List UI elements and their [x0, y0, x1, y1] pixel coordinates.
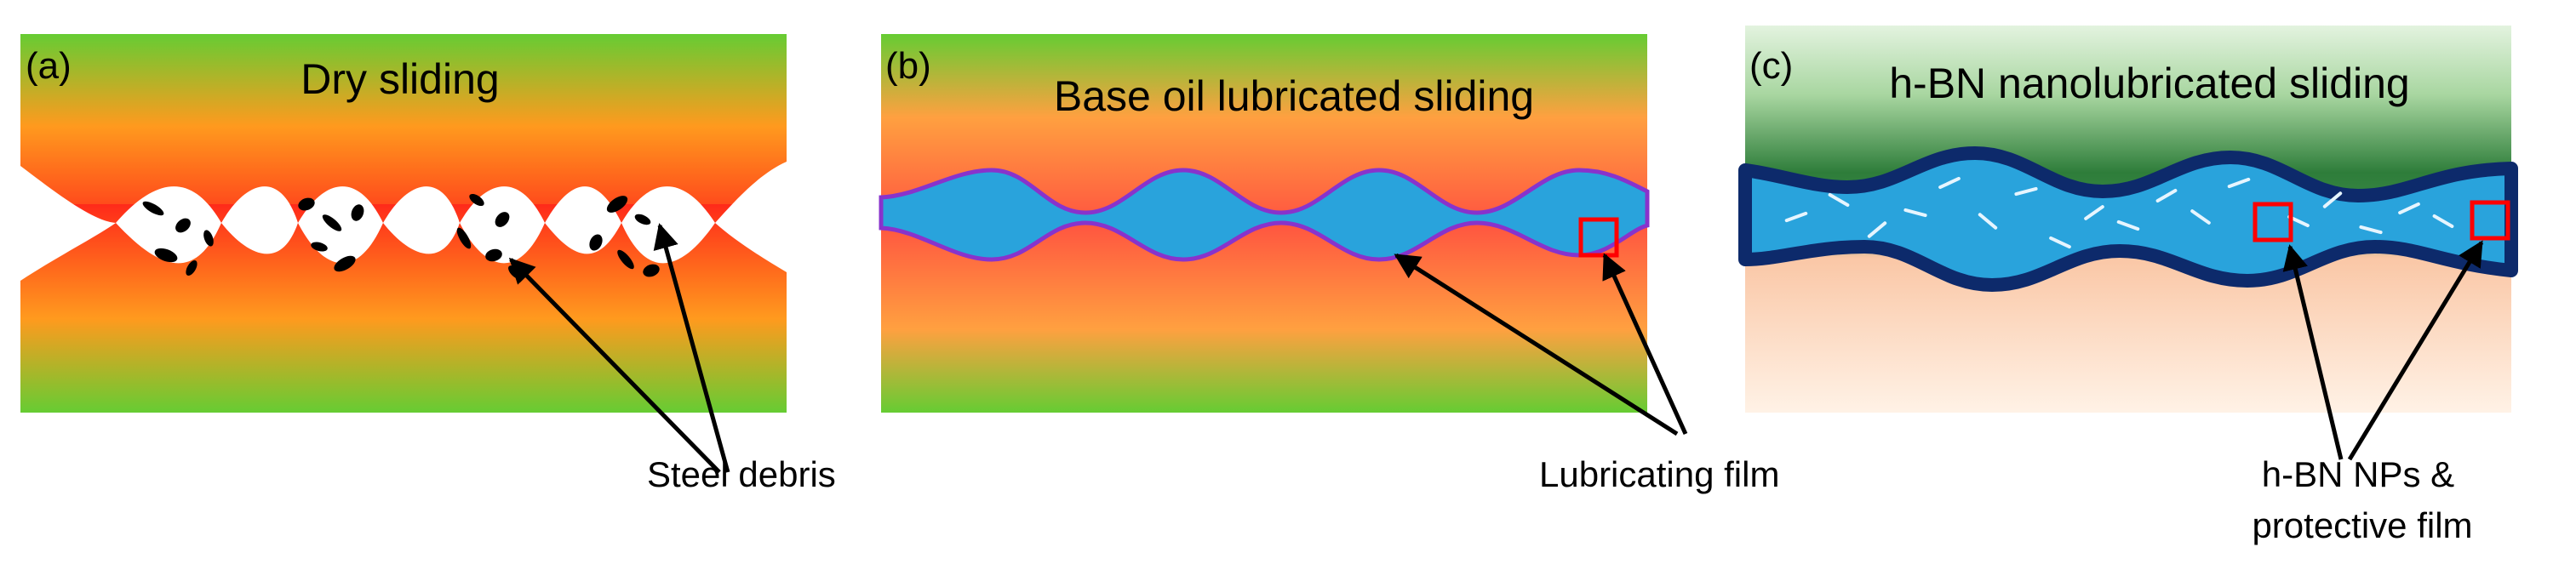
- panel-c-title: h-BN nanolubricated sliding: [1889, 60, 2409, 107]
- hbn-nanoparticle: [1867, 221, 1887, 238]
- panel-c-marker-2: [2470, 200, 2510, 241]
- panel-a-title: Dry sliding: [301, 55, 499, 103]
- panel-c-hbn-nanoparticles: [1784, 176, 2454, 249]
- hbn-nanoparticle: [2398, 202, 2420, 215]
- panel-c-label: (c): [1749, 45, 1793, 87]
- panel-b-arrow-2: [1602, 253, 1688, 436]
- steel-debris-particle: [485, 248, 502, 262]
- steel-debris-particle: [334, 255, 356, 272]
- hbn-nanoparticle: [2155, 189, 2178, 202]
- steel-debris-particle: [589, 234, 603, 251]
- hbn-nanoparticle: [2049, 236, 2071, 249]
- panel-c-callout-line-2: protective film: [2252, 505, 2472, 545]
- hbn-nanoparticle: [1978, 213, 1998, 230]
- panel-b-callout: Lubricating film: [1539, 454, 1779, 494]
- hbn-nanoparticle: [1938, 176, 1961, 190]
- panel-a-arrow-2: [653, 223, 730, 473]
- panel-a-label: (a): [26, 45, 72, 87]
- steel-debris-particle: [617, 249, 634, 270]
- steel-debris-particle: [606, 196, 628, 213]
- hbn-nanoparticle: [2359, 225, 2383, 235]
- panel-c-callout-line-1: h-BN NPs &: [2262, 454, 2454, 494]
- steel-debris-particle: [142, 201, 164, 216]
- hbn-nanoparticle: [2432, 214, 2454, 228]
- hbn-nanoparticle: [2084, 205, 2104, 220]
- panel-c-marker-1: [2253, 202, 2293, 242]
- hbn-nanoparticle: [2014, 186, 2038, 197]
- panel-a-steel-debris: [142, 193, 660, 279]
- hbn-nanoparticle: [2116, 219, 2140, 231]
- steel-debris-particle: [469, 193, 484, 207]
- steel-debris-particle: [495, 212, 510, 227]
- steel-debris-particle: [175, 218, 191, 233]
- hbn-nanoparticle: [2322, 191, 2343, 208]
- steel-debris-particle: [643, 264, 660, 277]
- steel-debris-particle: [154, 248, 178, 263]
- steel-debris-particle: [311, 242, 328, 252]
- panel-c: (c) h-BN nanolubricated sliding h-BN NPs…: [1738, 26, 2518, 545]
- steel-debris-particle: [322, 214, 342, 231]
- panel-a-contact-gap: [20, 162, 787, 281]
- steel-debris-particle: [186, 259, 197, 276]
- panel-b-arrow-1: [1394, 253, 1679, 436]
- steel-debris-particle: [351, 204, 364, 221]
- steel-debris-particle: [203, 230, 214, 247]
- panel-c-arrow-1: [2282, 244, 2344, 460]
- hbn-nanoparticle: [1784, 211, 1808, 223]
- panel-b: (b) Base oil lubricated sliding Lubricat…: [879, 34, 1779, 494]
- panel-a-callout: Steel debris: [647, 454, 836, 494]
- panel-a-arrow-1: [508, 257, 721, 474]
- panel-c-protective-film: [1738, 146, 2518, 292]
- steel-debris-particle: [634, 214, 651, 225]
- panel-b-label: (b): [885, 45, 931, 87]
- panel-c-arrow-2: [2347, 240, 2484, 461]
- panel-b-marker: [1578, 217, 1619, 258]
- panel-b-lubricating-film: [879, 168, 1650, 262]
- hbn-nanoparticle: [1828, 193, 1850, 207]
- steel-debris-particle: [298, 197, 315, 211]
- hbn-nanoparticle: [2227, 177, 2251, 189]
- hbn-nanoparticle: [1903, 208, 1927, 218]
- panel-b-title: Base oil lubricated sliding: [1054, 72, 1534, 120]
- steel-debris-particle: [456, 227, 472, 249]
- panel-a: (a) Dry sliding Steel debris: [20, 34, 836, 494]
- hbn-nanoparticle: [2190, 209, 2211, 225]
